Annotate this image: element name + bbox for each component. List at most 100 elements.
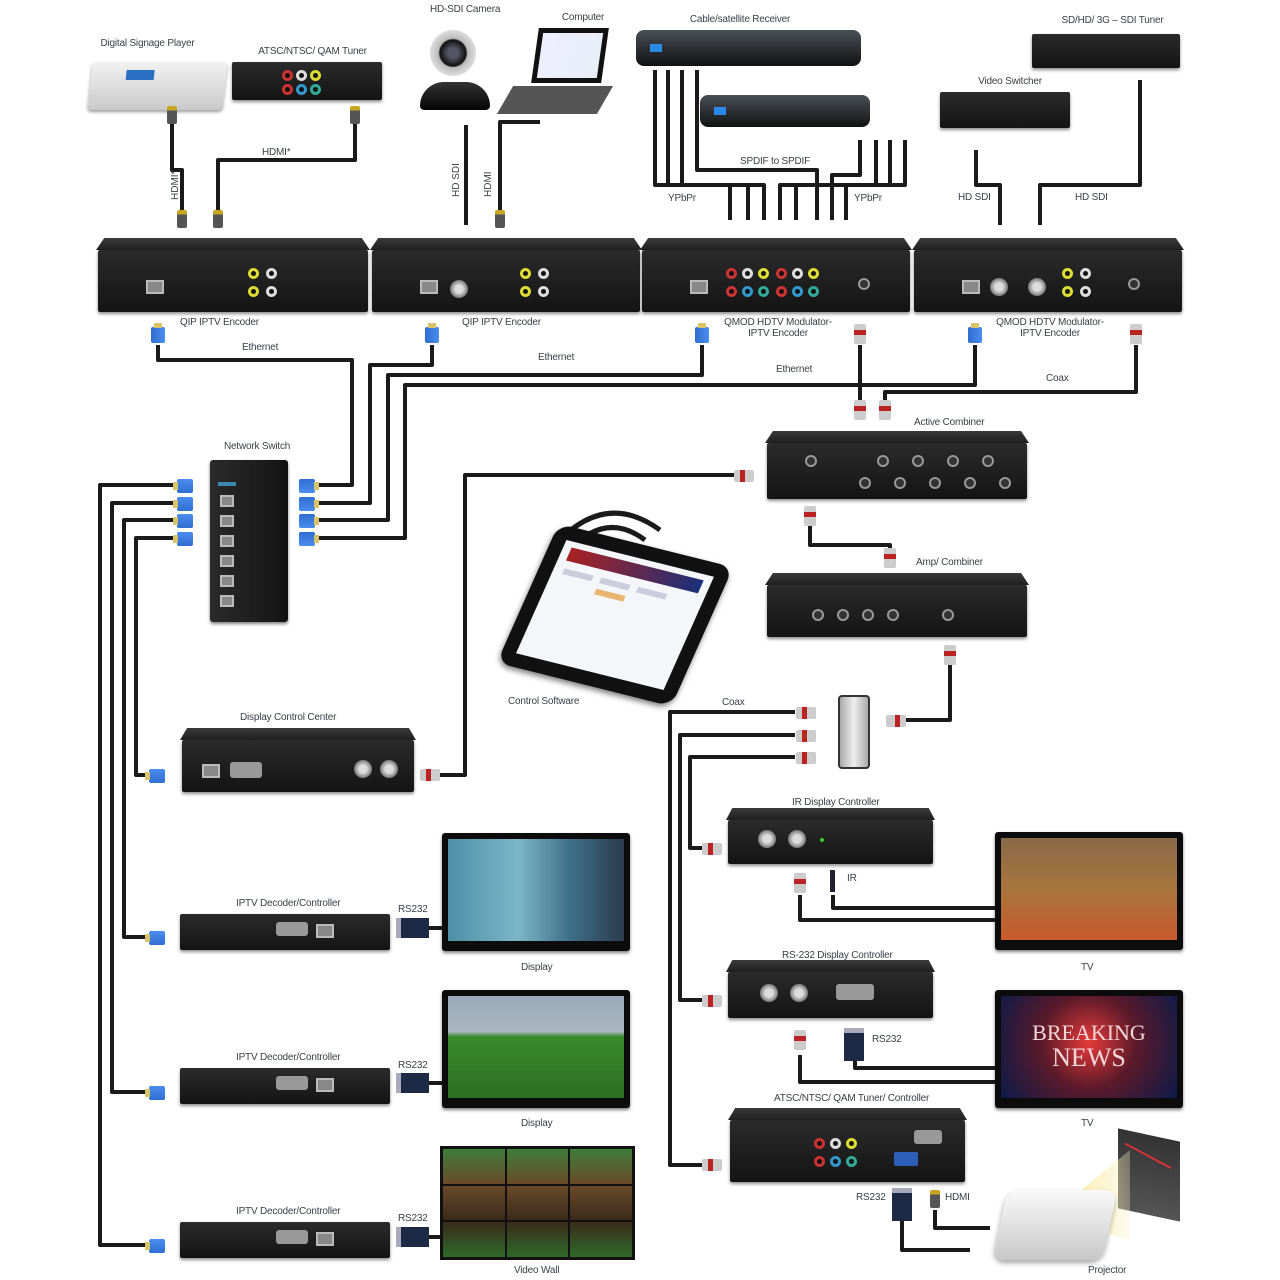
label-ir: IR <box>847 873 857 884</box>
cable-spdif-2 <box>830 140 862 220</box>
label-decoder-2: IPTV Decoder/Controller <box>236 1052 341 1063</box>
sdi-tuner-device <box>1032 34 1180 68</box>
cable-hdmi-tuner <box>216 110 357 225</box>
label-video-wall: Video Wall <box>514 1265 560 1276</box>
coax-connector <box>702 995 722 1007</box>
label-hdmi-vertical: HDMI <box>483 171 494 197</box>
label-control-software: Control Software <box>508 696 580 707</box>
iptv-decoder-2 <box>180 1068 390 1104</box>
coax-connector <box>879 400 891 420</box>
cable-coax-dcc <box>440 473 735 777</box>
coax-connector <box>1130 324 1142 344</box>
cable-receiver-2 <box>700 95 870 127</box>
label-rs232-5: RS232 <box>856 1192 886 1203</box>
qmod-encoder-1 <box>640 238 912 312</box>
computer-laptop <box>496 28 620 118</box>
coax-connector <box>420 769 440 781</box>
qmod-encoder-2 <box>912 238 1184 312</box>
label-ir-controller: IR Display Controller <box>792 797 880 808</box>
ethernet-connector <box>177 532 193 546</box>
cable-eth-sw2 <box>110 501 178 1094</box>
video-wall <box>440 1146 635 1260</box>
coax-connector <box>794 873 806 893</box>
hdmi-connector <box>350 106 360 124</box>
label-qmod-encoder-1: QMOD HDTV Modulator-IPTV Encoder <box>724 317 832 339</box>
cable-eth-sw4 <box>134 536 178 777</box>
label-spdif: SPDIF to SPDIF <box>740 156 810 167</box>
hdmi-connector <box>930 1190 940 1208</box>
display-1 <box>442 833 630 951</box>
ir-emitter <box>830 870 835 892</box>
cable-ir-emitter <box>831 895 1000 910</box>
atsc-tuner-device <box>232 62 382 100</box>
cable-coax-split1 <box>668 710 795 1167</box>
label-hd-sdi-right: HD SDI <box>1075 192 1108 203</box>
cable-coax-tv <box>798 1055 1000 1084</box>
amp-combiner-device <box>765 573 1029 637</box>
video-switcher-device <box>940 92 1070 128</box>
label-display-1: Display <box>521 962 553 973</box>
projector <box>992 1190 1118 1260</box>
network-switch-device <box>210 460 288 622</box>
label-coax-mid: Coax <box>722 697 745 708</box>
iptv-decoder-3 <box>180 1222 390 1258</box>
cable-ypbpr-6 <box>844 140 907 220</box>
hdmi-connector <box>177 210 187 228</box>
hdmi-connector <box>167 106 177 124</box>
rs232-connector <box>396 918 429 938</box>
ethernet-connector <box>149 1239 165 1253</box>
ethernet-connector <box>968 323 982 343</box>
ethernet-connector <box>177 514 193 528</box>
qip-encoder-2 <box>370 238 642 312</box>
label-active-combiner: Active Combiner <box>914 417 985 428</box>
label-tuner-controller: ATSC/NTSC/ QAM Tuner/ Controller <box>774 1093 930 1104</box>
cable-hdsdi-switcher <box>974 150 1002 225</box>
label-projector: Projector <box>1088 1265 1127 1276</box>
cable-receiver-1 <box>636 30 861 66</box>
coax-connector <box>702 843 722 855</box>
label-display-2: Display <box>521 1118 553 1129</box>
coax-connector <box>702 1159 722 1171</box>
label-hd-sdi-left: HD SDI <box>958 192 991 203</box>
label-rs232-1: RS232 <box>398 904 428 915</box>
coax-connector <box>804 506 816 526</box>
cable-coax-split2 <box>678 733 795 1002</box>
qip-encoder-1 <box>96 238 370 312</box>
ethernet-connector <box>299 532 315 546</box>
active-combiner-device <box>765 431 1029 499</box>
label-atsc-tuner: ATSC/NTSC/ QAM Tuner <box>258 46 367 57</box>
cable-coax-split3 <box>688 755 795 850</box>
rs232-connector <box>892 1188 912 1221</box>
ir-display-controller <box>726 808 935 864</box>
label-sdi-tuner: SD/HD/ 3G – SDI Tuner <box>1061 15 1164 26</box>
label-digital-signage-player: Digital Signage Player <box>100 38 195 49</box>
cable-hdsdi-tuner <box>1038 80 1142 225</box>
coax-connector <box>796 707 816 719</box>
label-display-control-center: Display Control Center <box>240 712 337 723</box>
ethernet-connector <box>177 497 193 511</box>
label-hdmi-projector: HDMI <box>945 1192 970 1203</box>
cable-spdif-1 <box>695 70 819 220</box>
iptv-decoder-1 <box>180 914 390 950</box>
tv-2: BREAKING NEWS <box>995 990 1183 1108</box>
cable-eth-4 <box>318 345 977 540</box>
cable-coax-combiner <box>808 525 892 560</box>
cable-eth-3 <box>318 345 704 522</box>
ethernet-connector <box>149 931 165 945</box>
ethernet-connector <box>177 479 193 493</box>
label-hdmi-star: HDMI* <box>262 147 291 158</box>
label-qmod-encoder-2: QMOD HDTV Modulator-IPTV Encoder <box>996 317 1104 339</box>
ethernet-connector <box>695 323 709 343</box>
ethernet-connector <box>425 323 439 343</box>
cable-eth-sw3 <box>122 518 178 939</box>
label-hdmi-star-vertical: HDMI* <box>170 170 181 200</box>
label-ypbpr-left: YPbPr <box>668 193 696 204</box>
label-tv-2: TV <box>1081 1118 1094 1129</box>
label-hdsdi-camera: HD-SDI Camera <box>430 4 501 15</box>
label-network-switch: Network Switch <box>224 441 291 452</box>
coax-connector <box>854 400 866 420</box>
cable-hdmi-signage <box>170 110 184 225</box>
rs232-connector <box>844 1028 864 1061</box>
label-ethernet-3: Ethernet <box>776 364 813 375</box>
